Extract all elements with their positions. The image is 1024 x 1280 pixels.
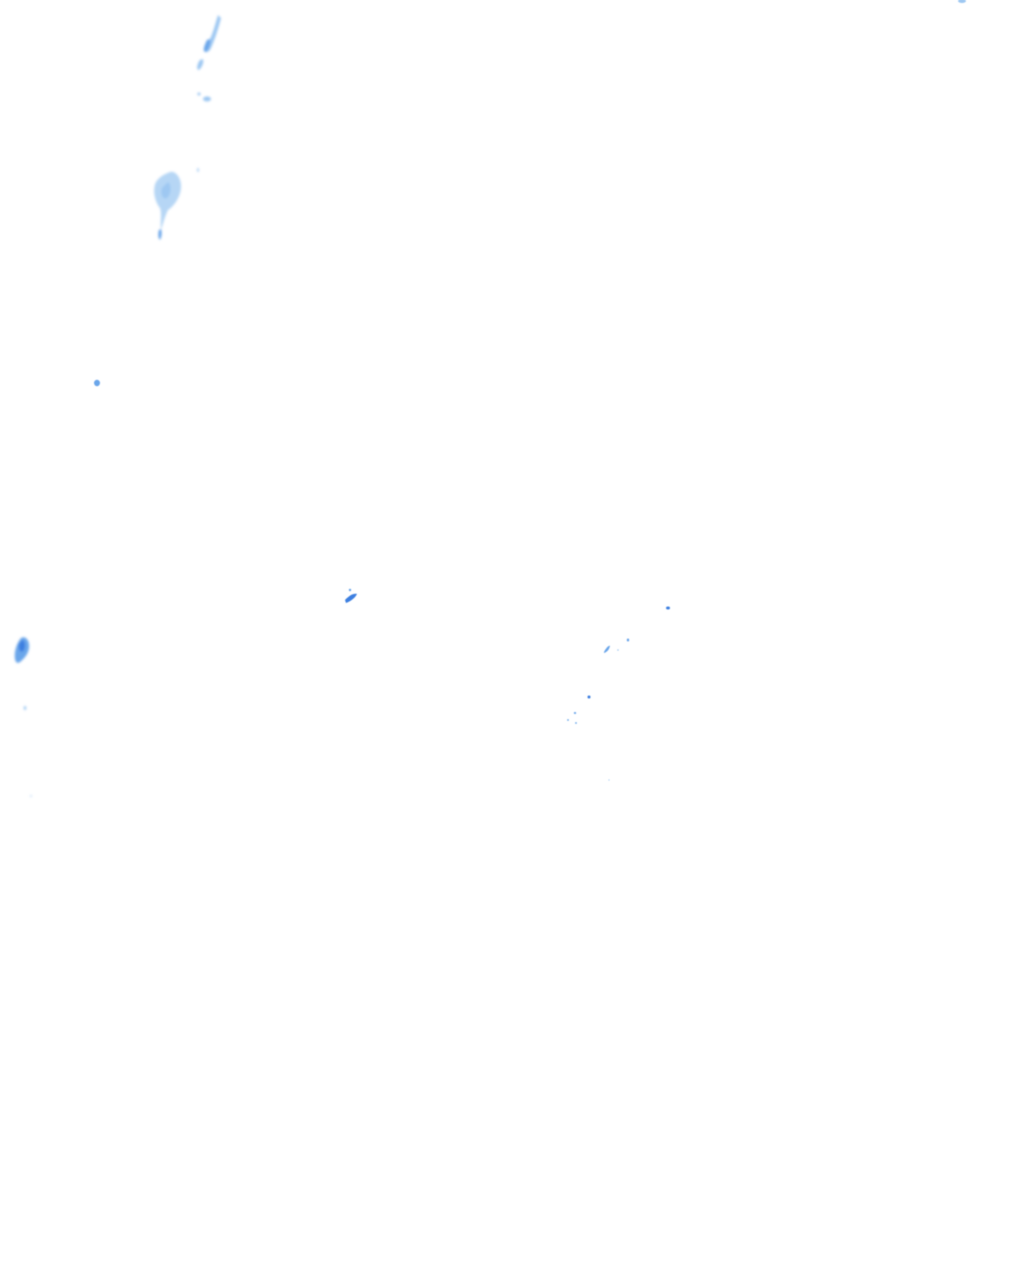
radar-echo-small-cell-center — [345, 588, 357, 603]
radar-echo-top-streak — [197, 15, 221, 102]
radar-echo-scattered-specks — [567, 606, 670, 781]
radar-echo-top-right-corner — [958, 0, 966, 3]
radar-echo-cloud-cluster — [154, 168, 199, 240]
radar-echo-small-cell-left — [94, 379, 100, 387]
radar-echo-left-edge-cell — [14, 637, 32, 797]
